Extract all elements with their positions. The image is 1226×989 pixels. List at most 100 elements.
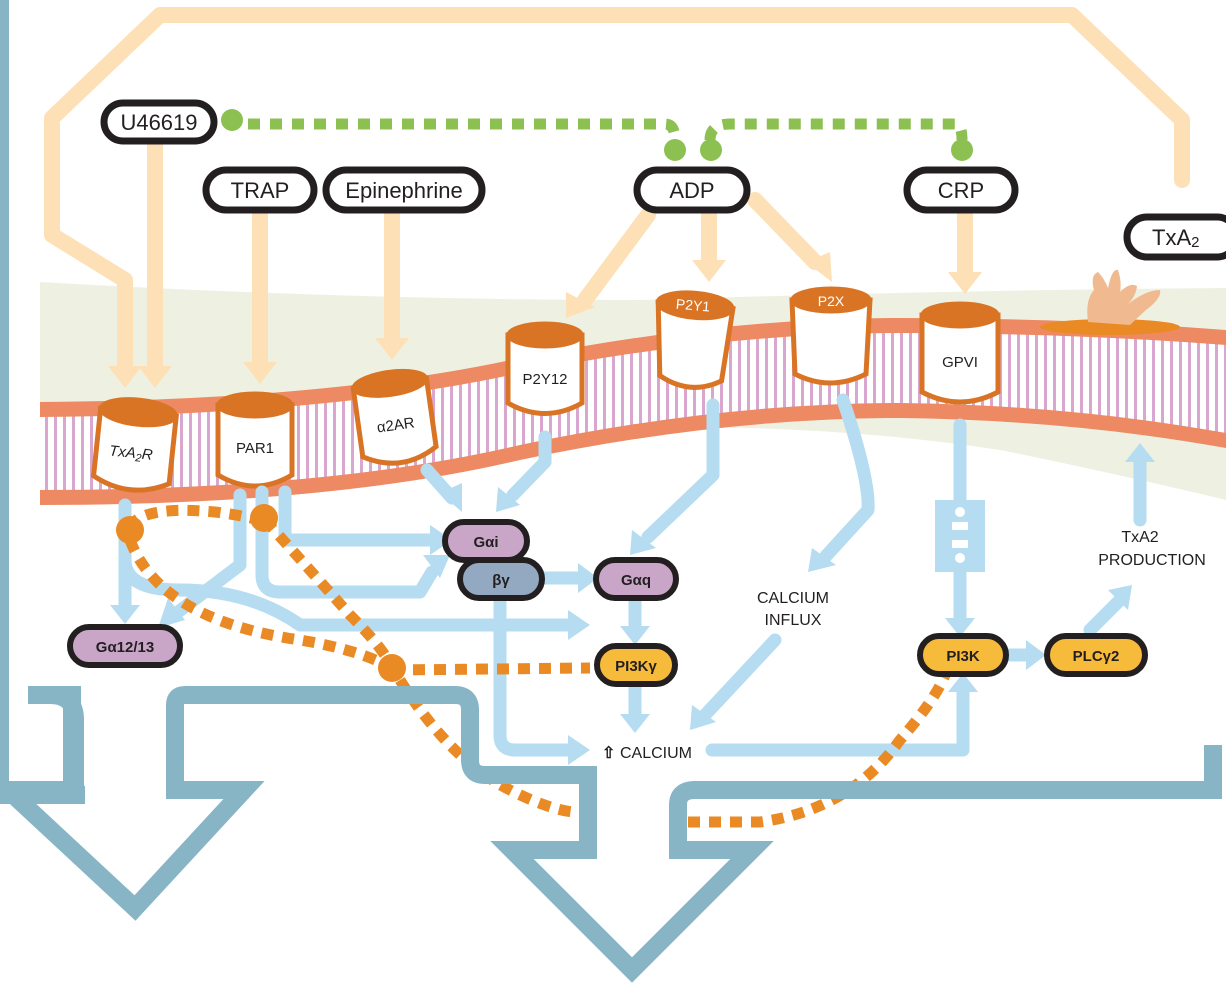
arrowhead: [578, 563, 598, 593]
adp-p2y12-arrow: [577, 207, 656, 308]
arrowhead: [806, 252, 832, 282]
arrowhead: [690, 705, 716, 730]
arrowhead: [158, 598, 185, 628]
influx-to-calcium: [698, 633, 782, 722]
ligand-trap: TRAP: [202, 166, 318, 214]
arrowhead: [423, 555, 450, 578]
arrowhead: [430, 525, 452, 555]
shared-signal-link-2: [704, 118, 968, 141]
receptor-gpvi: GPVI: [919, 301, 1001, 405]
teal-arrow-left-head: [0, 686, 1222, 983]
adp-label: ADP: [669, 178, 714, 203]
inhibition-line: [395, 677, 586, 818]
bg-label: βγ: [492, 572, 510, 589]
adp-p2x-arrow: [747, 192, 823, 270]
epinephrine-label: Epinephrine: [345, 178, 462, 203]
receptor-p2y1: P2Y1: [655, 290, 736, 390]
node-plcg2: PLCγ2: [1044, 633, 1148, 677]
calcium-up-icon: ⇧: [602, 745, 615, 762]
calcium-influx-label-1: CALCIUM: [757, 590, 829, 607]
plcg2-to-txa2-production: [1083, 593, 1127, 637]
adaptor-gap: [952, 522, 968, 530]
arrowhead: [1026, 640, 1046, 670]
receptor-p2x: P2X: [789, 286, 873, 386]
receptor-par1: PAR1: [215, 391, 295, 489]
receptor-a2ar: α2AR: [350, 368, 439, 466]
txa2r-label: TxA: [108, 442, 136, 462]
node-gaq: Gαq: [593, 557, 679, 601]
par1-label: PAR1: [236, 440, 274, 457]
receptor-p2y12: P2Y12: [505, 321, 585, 416]
arrowhead: [630, 530, 656, 555]
plcg2-label: PLCγ2: [1073, 648, 1120, 665]
membrane-pore: [1040, 319, 1180, 335]
inhibition-node: [378, 654, 406, 682]
g1213-label: Gα12/13: [96, 639, 154, 656]
node-pi3k: PI3K: [917, 633, 1009, 677]
inhibition-node: [250, 504, 278, 532]
green-node: [664, 139, 686, 161]
ligand-adp: ADP: [633, 166, 751, 214]
inhibition-line: [260, 516, 398, 671]
node-gai: Gαi: [442, 519, 530, 563]
txa2-subscript: 2: [1191, 234, 1199, 251]
gai-label: Gαi: [473, 534, 498, 551]
node-bg: βγ: [457, 557, 545, 601]
arrowhead: [110, 605, 140, 624]
ligand-crp: CRP: [903, 166, 1019, 214]
p2x-label: P2X: [818, 293, 845, 309]
green-node: [700, 139, 722, 161]
shared-signal-link: [248, 118, 681, 141]
arrowhead: [1108, 585, 1132, 610]
inhibition-node: [116, 516, 144, 544]
inhibition-line: [688, 672, 951, 828]
inhibition-line: [391, 662, 591, 676]
par1-to-gai: [278, 485, 439, 547]
txa2r-to-gaq: [118, 553, 577, 632]
gpvi-label: GPVI: [942, 354, 978, 371]
arrowhead: [568, 610, 590, 640]
bg-to-calcium: [493, 593, 577, 757]
arrowhead: [566, 292, 595, 318]
hand-icon: [1087, 269, 1161, 325]
svg-text:TxA2R: TxA2R: [108, 442, 154, 465]
par1-to-bg: [255, 485, 439, 599]
green-node: [221, 109, 243, 131]
arrowhead: [375, 338, 409, 360]
txa2-feedback-loop: [44, 7, 1190, 380]
node-g1213: Gα12/13: [67, 624, 183, 668]
a2ar-label: α2AR: [376, 414, 416, 436]
calcium-label: CALCIUM: [620, 745, 692, 762]
arrowhead: [243, 362, 277, 384]
arrowhead: [496, 487, 520, 512]
txa2r-subscript: 2: [134, 452, 142, 465]
inhibition-line: [124, 537, 395, 673]
arrowhead: [620, 714, 650, 733]
p2y1-to-gaq: [641, 398, 720, 544]
p2x-to-influx: [819, 393, 875, 563]
arrowhead: [692, 260, 726, 282]
adaptor-dot: [955, 553, 965, 563]
arrowhead: [945, 618, 975, 637]
adaptor-dot: [955, 507, 965, 517]
trap-label: TRAP: [231, 178, 290, 203]
arrowhead: [138, 366, 172, 388]
arrowhead: [568, 735, 590, 765]
arrowhead: [440, 483, 462, 512]
arrowhead: [108, 366, 142, 388]
ligand-epinephrine: Epinephrine: [322, 166, 486, 214]
txa2-production-label-1: TxA2: [1121, 529, 1158, 546]
receptor-txa2r: TxA2R: [90, 397, 179, 493]
arrowhead: [1125, 443, 1155, 462]
u46619-label: U46619: [120, 110, 197, 135]
gaq-label: Gαq: [621, 572, 651, 589]
arrowhead: [620, 626, 650, 645]
p2y12-label: P2Y12: [522, 371, 567, 388]
p2y12-to-gai: [506, 430, 552, 502]
green-node: [951, 139, 973, 161]
inhibition-loop: [124, 504, 274, 531]
node-pi3kg: PI3Kγ: [594, 643, 678, 687]
calcium-influx-label-2: INFLUX: [765, 612, 822, 629]
arrowhead: [948, 272, 982, 294]
svg-text:TxA2: TxA2: [1152, 225, 1199, 251]
